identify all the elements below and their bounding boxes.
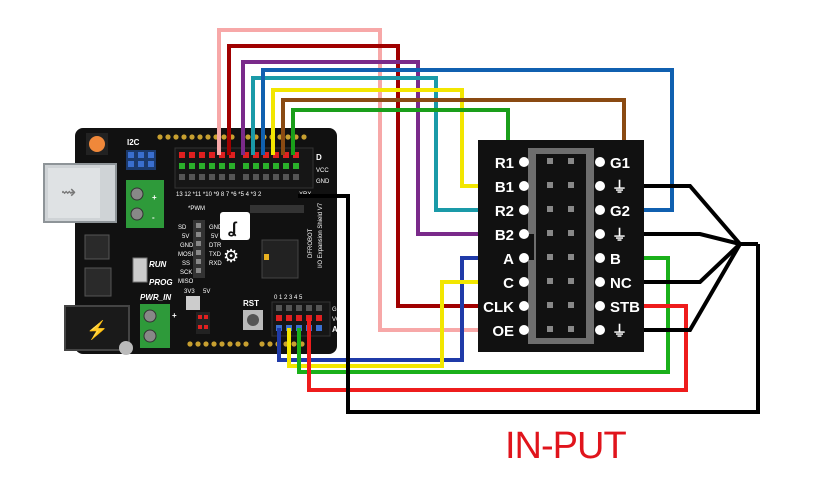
label-analog-pins: 0 1 2 3 4 5 <box>274 295 303 301</box>
regulator-2 <box>84 267 112 297</box>
svg-text:MOSI: MOSI <box>178 252 194 258</box>
svg-text:+: + <box>172 311 177 320</box>
pwr-pins <box>196 312 210 334</box>
spi-labels: SD 5V GND MOSI SS SCK MISO <box>178 225 194 285</box>
wire-oe <box>217 28 484 332</box>
wire-clk <box>227 44 484 308</box>
svg-text:SS: SS <box>182 261 190 267</box>
i2c-pins <box>128 152 154 167</box>
svg-text:SCK: SCK <box>180 270 192 276</box>
bottom-edge-header <box>187 341 305 347</box>
digital-header <box>174 147 314 189</box>
wire-a <box>277 256 484 362</box>
wire-stb <box>307 304 688 392</box>
svg-text:MISO: MISO <box>178 279 194 285</box>
svg-text:-: - <box>152 213 155 222</box>
spi-header <box>193 220 205 278</box>
wire-b2 <box>241 60 484 236</box>
run-prog-switch[interactable] <box>132 257 148 283</box>
label-a: A <box>332 325 338 334</box>
ground-wires <box>298 184 760 414</box>
label-prog: PROG <box>149 278 173 287</box>
svg-text:GND: GND <box>180 243 194 249</box>
hub75-connector: R1 B1 R2 B2 A C CLK OE G1 ⏚ G2 ⏚ B NC ST… <box>478 140 644 352</box>
wire-b1 <box>271 88 484 188</box>
connector-pins <box>547 158 574 332</box>
pin-label-a: A <box>503 251 514 268</box>
wire-b <box>297 256 670 374</box>
pin-label-r2: R2 <box>495 203 514 220</box>
label-digital-pins: 13 12 *11 *10 *9 8 7 *6 *5 4 *3 2 <box>176 192 262 198</box>
pin-label-b1: B1 <box>495 179 514 196</box>
label-pwr-in: PWR_IN <box>140 293 171 302</box>
pin-label-clk: CLK <box>483 299 514 316</box>
label-d: D <box>316 153 322 162</box>
right-pin-labels: G1 ⏚ G2 ⏚ B NC STB ⏚ <box>610 155 640 340</box>
terminal-block-2: + <box>140 304 177 348</box>
usb-icon: ⇝ <box>61 182 76 202</box>
svg-text:RXD: RXD <box>209 261 222 267</box>
svg-text:GND: GND <box>209 225 223 231</box>
label-vcc: VCC <box>316 168 329 174</box>
ground-symbol-icon: ⏚ <box>612 179 627 196</box>
ground-symbol-icon: ⏚ <box>612 323 627 340</box>
svg-text:TXD: TXD <box>209 252 222 258</box>
left-pin-labels: R1 B1 R2 B2 A C CLK OE <box>483 155 514 340</box>
connector-pin-dots <box>519 157 605 335</box>
label-run: RUN <box>149 260 167 269</box>
pin-label-g1: G1 <box>610 155 630 172</box>
regulator-1 <box>84 234 110 260</box>
pin-label-r1: R1 <box>495 155 514 172</box>
wire-gnd-main <box>298 194 760 414</box>
terminal-block-1: +- <box>126 180 164 228</box>
xbee-header <box>250 205 304 213</box>
wire-c <box>287 280 484 368</box>
pin-label-oe: OE <box>492 323 514 340</box>
label-i2c: I2C <box>127 138 140 147</box>
label-gnd: GND <box>316 179 330 185</box>
wire-g2 <box>261 68 674 212</box>
power-jack <box>64 305 130 351</box>
board-subtitle: I/O Expansion Shield V7 <box>318 202 324 268</box>
pin-label-g2: G2 <box>610 203 630 220</box>
board-name: DFROBOT <box>308 228 314 258</box>
capacitor <box>119 341 133 355</box>
rst-button[interactable] <box>247 314 259 326</box>
wire-r2 <box>251 76 484 212</box>
pin-label-stb: STB <box>610 299 640 316</box>
ground-symbol-icon: ⏚ <box>612 227 627 244</box>
gear-icon: ⚙ <box>223 246 239 266</box>
svg-text:DTR: DTR <box>209 243 222 249</box>
svg-text:+: + <box>152 193 157 202</box>
arduino-board: ⇝ ⚡ I2C +- + RUN PROG PWR_ <box>43 128 346 355</box>
label-5v: 5V <box>203 289 210 295</box>
pin-label-b: B <box>610 251 621 268</box>
pin-label-nc: NC <box>610 275 632 292</box>
label-gnd-2: GND <box>332 307 346 313</box>
reset-button-orange[interactable] <box>89 136 105 152</box>
svg-text:ʆ: ʆ <box>228 220 238 237</box>
label-rst: RST <box>243 299 259 308</box>
caption-input: IN-PUT <box>505 425 626 467</box>
voltage-switch[interactable] <box>186 296 200 310</box>
label-vcc-2: VCC <box>332 317 345 323</box>
pin-label-c: C <box>503 275 514 292</box>
label-pwm: *PWM <box>188 206 205 212</box>
lightning-icon: ⚡ <box>86 319 108 341</box>
svg-text:5V: 5V <box>182 234 189 240</box>
label-3v3: 3V3 <box>184 289 195 295</box>
serial-labels: GND 5V DTR TXD RXD <box>209 225 223 267</box>
dfrobot-logo <box>220 212 250 240</box>
pin-label-b2: B2 <box>495 227 514 244</box>
svg-text:5V: 5V <box>211 234 218 240</box>
svg-text:SD: SD <box>178 225 187 231</box>
